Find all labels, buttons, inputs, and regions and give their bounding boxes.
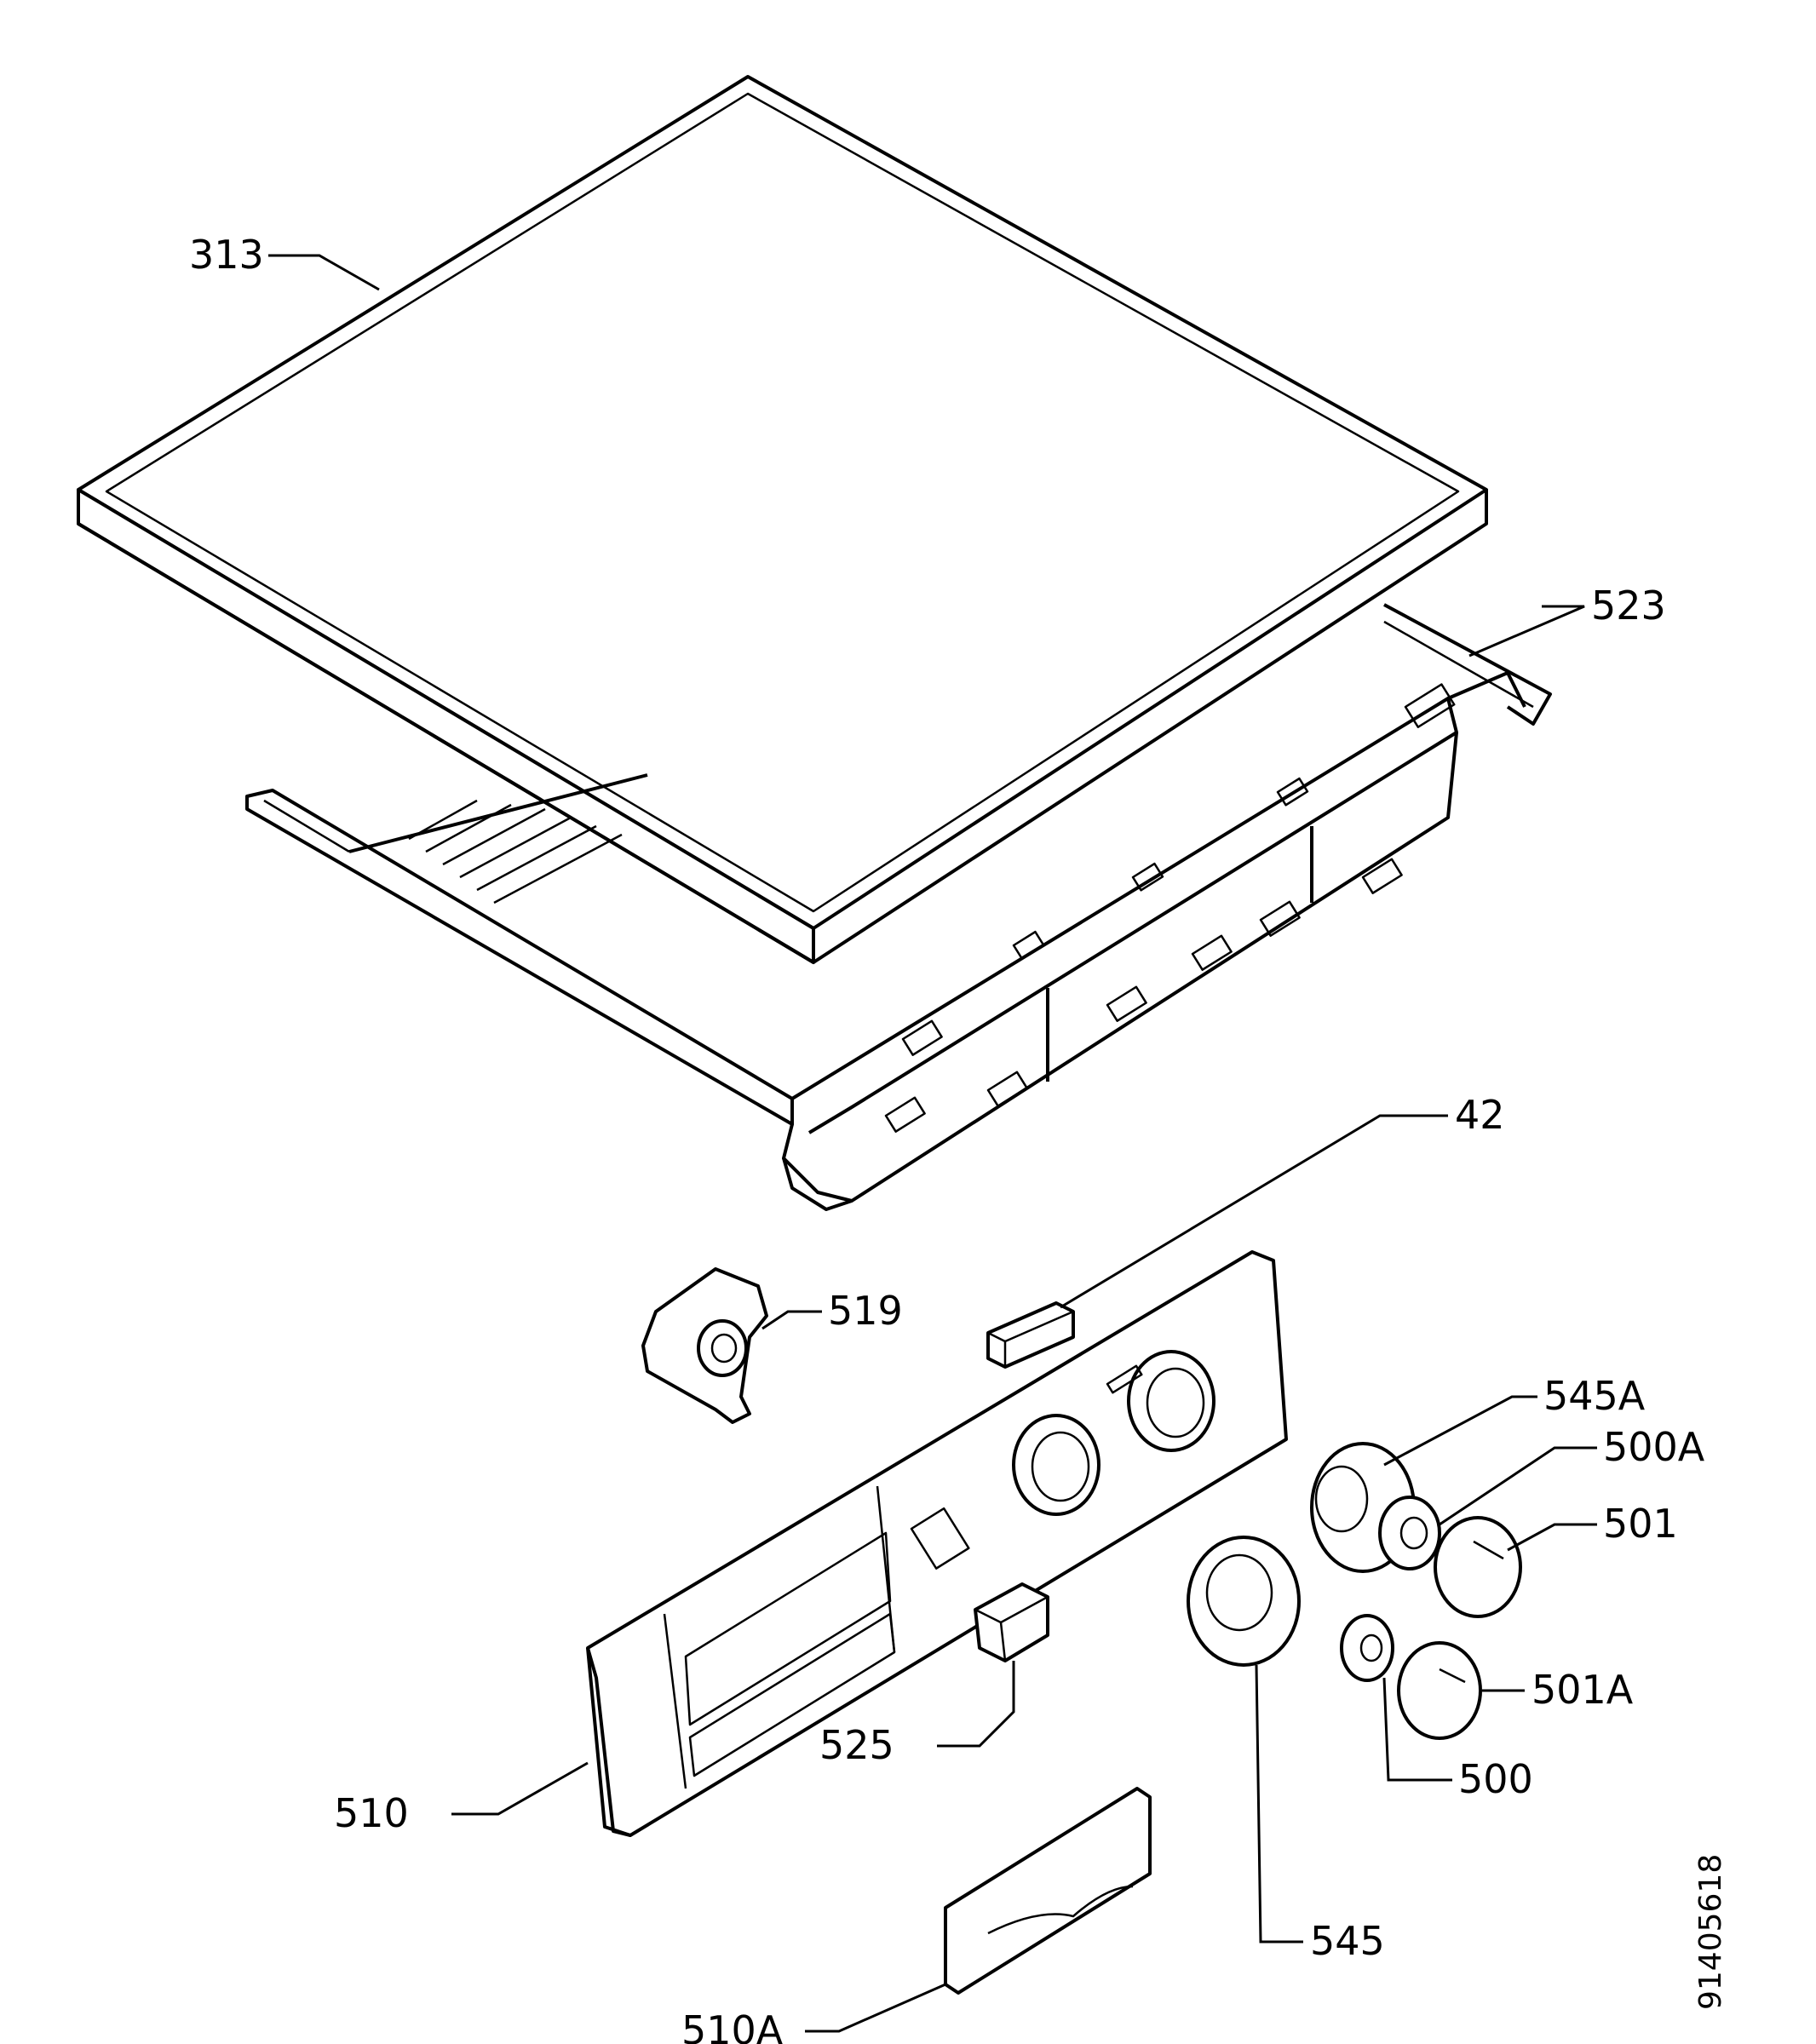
label-313: 313 bbox=[189, 232, 264, 278]
label-523: 523 bbox=[1591, 583, 1666, 629]
label-545A: 545A bbox=[1543, 1373, 1646, 1419]
spindle-500A bbox=[1378, 1496, 1441, 1570]
label-510A: 510A bbox=[681, 2007, 784, 2044]
frame-523 bbox=[245, 603, 1552, 1211]
label-501A: 501A bbox=[1532, 1667, 1634, 1713]
knob-501 bbox=[1434, 1516, 1522, 1618]
label-519: 519 bbox=[828, 1288, 903, 1334]
label-42: 42 bbox=[1455, 1092, 1505, 1138]
part-labels: 313 523 42 519 545A 500A 501 501A 500 52… bbox=[189, 232, 1705, 2044]
label-500: 500 bbox=[1458, 1756, 1533, 1802]
knob-ring-545 bbox=[1187, 1536, 1301, 1667]
label-545: 545 bbox=[1310, 1918, 1385, 1964]
label-501: 501 bbox=[1603, 1501, 1678, 1547]
switch-525 bbox=[974, 1582, 1049, 1662]
top-cover-313 bbox=[77, 75, 1488, 964]
label-500A: 500A bbox=[1603, 1424, 1705, 1470]
drawer-front-510A bbox=[944, 1787, 1152, 1995]
bracket-519 bbox=[641, 1267, 768, 1424]
switch-42 bbox=[986, 1301, 1075, 1369]
leader-lines bbox=[268, 254, 1597, 2033]
drawing-number: 91405618 bbox=[1693, 1854, 1728, 2010]
control-panel-510 bbox=[586, 1250, 1288, 1837]
label-525: 525 bbox=[819, 1722, 894, 1768]
label-510: 510 bbox=[334, 1790, 409, 1836]
spindle-500 bbox=[1340, 1614, 1394, 1682]
knob-501A bbox=[1397, 1641, 1482, 1740]
